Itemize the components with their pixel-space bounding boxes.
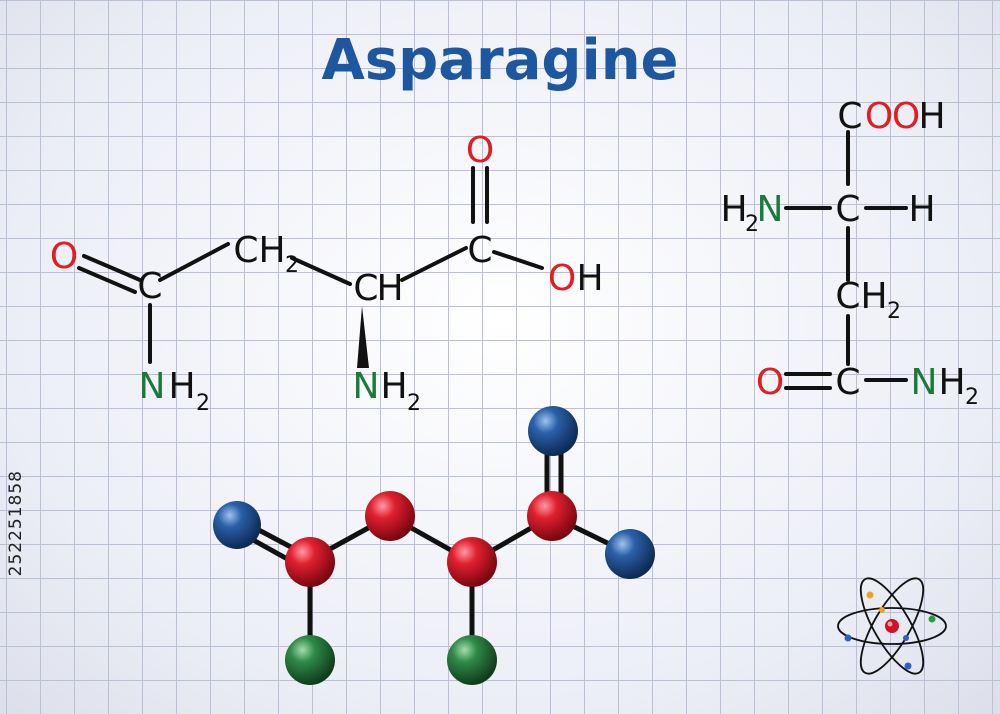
atom-H-ch2: H bbox=[258, 230, 285, 271]
atom-H-amide: H bbox=[938, 362, 965, 403]
skeletal-formula: O C N H 2 C H 2 C H N H 2 C O O H bbox=[50, 130, 604, 416]
nitrogen-ball bbox=[447, 635, 497, 685]
atom-H-right: H bbox=[908, 189, 935, 230]
bond-ch-cooh bbox=[400, 246, 468, 282]
atom-icon bbox=[837, 577, 947, 675]
atom-H-alpha: H bbox=[380, 366, 407, 407]
bond-co-double-2 bbox=[77, 266, 137, 294]
sub-amide: 2 bbox=[196, 391, 210, 416]
atom-C-amide: C bbox=[835, 362, 860, 403]
atom-O-ketone: O bbox=[50, 236, 78, 277]
atom-O-amide: O bbox=[756, 362, 784, 403]
atom-N-amide: N bbox=[139, 366, 166, 407]
atom-C-ch2: C bbox=[835, 276, 860, 317]
atom-O1-cooh: O bbox=[865, 96, 893, 137]
atom-H-cooh: H bbox=[918, 96, 945, 137]
atom-H-h2n: H bbox=[720, 189, 747, 230]
atom-O-acid: O bbox=[548, 258, 576, 299]
carbon-ball bbox=[365, 491, 415, 541]
atom-O-acid-top: O bbox=[466, 130, 494, 171]
nitrogen-ball bbox=[285, 635, 335, 685]
atom-C-amide: C bbox=[137, 266, 162, 307]
oxygen-ball bbox=[213, 501, 261, 549]
carbon-ball bbox=[527, 491, 577, 541]
atom-C-ch: C bbox=[353, 268, 378, 309]
atom-H-amide: H bbox=[168, 366, 195, 407]
sub-ch2: 2 bbox=[285, 253, 299, 278]
atom-N-alpha: N bbox=[353, 366, 380, 407]
ball-and-stick-model bbox=[213, 406, 655, 685]
atom-O2-cooh: O bbox=[892, 96, 920, 137]
oxygen-ball bbox=[528, 406, 578, 456]
atom-N-amide: N bbox=[911, 362, 938, 403]
bond-c-ch2 bbox=[158, 242, 230, 282]
oxygen-ball bbox=[605, 529, 655, 579]
atom-N-h2n: N bbox=[757, 189, 784, 230]
atom-C-cooh: C bbox=[837, 96, 862, 137]
page-title: Asparagine bbox=[321, 28, 679, 93]
sub-alpha: 2 bbox=[407, 391, 421, 416]
atom-C-ch2: C bbox=[233, 230, 258, 271]
sub-h2n: 2 bbox=[745, 212, 759, 237]
bond-ch2-ch bbox=[290, 256, 352, 286]
carbon-ball bbox=[285, 537, 335, 587]
carbon-ball bbox=[447, 537, 497, 587]
bond-c-oh bbox=[492, 250, 544, 270]
fischer-formula: C O O H H 2 N C H C H 2 O C N H 2 bbox=[720, 96, 979, 410]
atom-C-acid: C bbox=[467, 230, 492, 271]
atom-H-ch2: H bbox=[860, 276, 887, 317]
bond-co-double-1 bbox=[82, 254, 142, 282]
sub-amide: 2 bbox=[965, 385, 979, 410]
atom-C-center: C bbox=[835, 189, 860, 230]
atom-H-ch: H bbox=[376, 268, 403, 309]
wedge-bond bbox=[357, 306, 369, 368]
sub-ch2: 2 bbox=[887, 299, 901, 324]
atom-H-acid: H bbox=[576, 258, 603, 299]
